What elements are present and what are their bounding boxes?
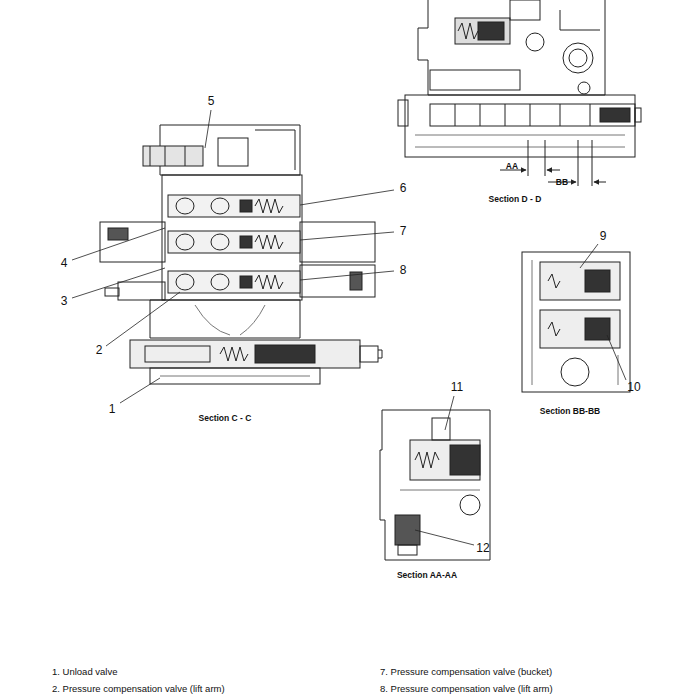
- dimension-label: AA: [506, 162, 518, 171]
- legend-text: 8. Pressure compensation valve (lift arm…: [380, 684, 553, 694]
- callout-number: 5: [208, 95, 215, 107]
- leader-lines: [72, 110, 626, 545]
- section-d-d-drawing: [398, 0, 641, 186]
- callout-number: 11: [451, 381, 463, 393]
- callout-number: 8: [400, 264, 407, 276]
- legend-text: 2. Pressure compensation valve (lift arm…: [52, 684, 225, 694]
- callout-number: 4: [61, 257, 68, 269]
- section-aa-aa-drawing: [380, 410, 490, 560]
- callout-number: 3: [61, 295, 68, 307]
- section-title: Section C - C: [199, 414, 252, 423]
- callout-number: 6: [400, 182, 407, 194]
- section-title: Section BB-BB: [540, 407, 600, 416]
- callout-number: 10: [627, 381, 640, 393]
- callout-number: 2: [96, 344, 103, 356]
- callout-number: 1: [109, 403, 116, 415]
- callout-number: 9: [600, 230, 607, 242]
- legend-text: 1. Unload valve: [52, 667, 117, 677]
- section-title: Section AA-AA: [397, 571, 457, 580]
- dimension-label: BB: [556, 178, 568, 187]
- section-bb-bb-drawing: [522, 252, 630, 392]
- legend-text: 7. Pressure compensation valve (bucket): [380, 667, 552, 677]
- callout-number: 12: [476, 542, 489, 554]
- callout-number: 7: [400, 225, 407, 237]
- section-title: Section D - D: [489, 195, 542, 204]
- section-c-c-drawing: [100, 125, 382, 384]
